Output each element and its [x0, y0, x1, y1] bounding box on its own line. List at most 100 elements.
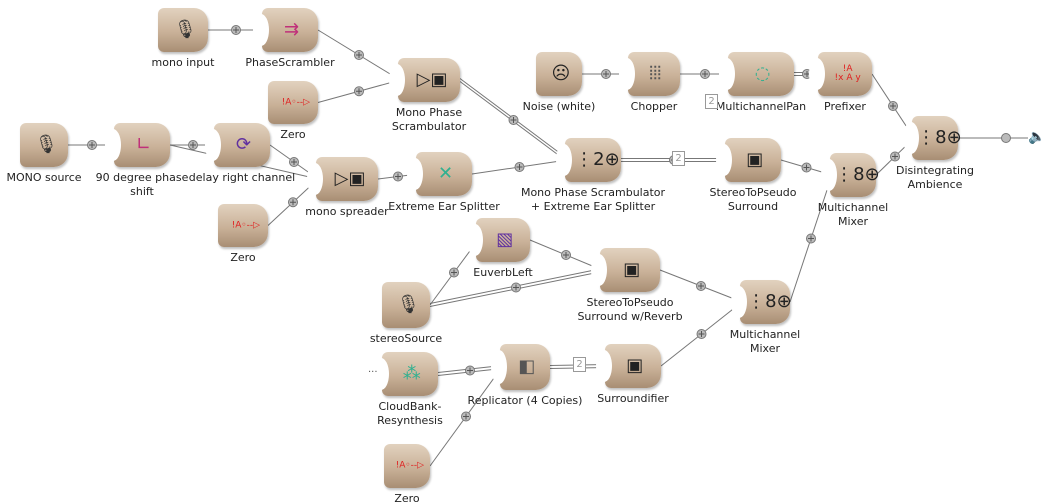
node-mono-spreader[interactable]: ▷▣ mono spreader — [305, 157, 389, 218]
node-body[interactable] — [382, 282, 430, 328]
node-label: Extreme Ear Splitter — [388, 200, 500, 213]
node-label: delay right channel — [188, 171, 296, 184]
wire-stereo_source-to-pseudo_surround_rev[interactable] — [429, 265, 603, 307]
node-mono-input[interactable]: 🎙 mono input — [152, 8, 214, 69]
node-label: Zero — [394, 492, 420, 502]
node-label: mono spreader — [305, 205, 389, 218]
node-zero3[interactable]: !A◦--▷ Zero — [384, 444, 430, 502]
surround-x2-icon: ▣ — [623, 259, 641, 280]
node-chopper[interactable]: ⦙⦙⦙ Chopper — [619, 52, 680, 113]
node-body[interactable] — [619, 52, 680, 96]
node-body[interactable] — [307, 157, 378, 201]
wire-mono_phase_scram-to-mix_2[interactable] — [459, 78, 568, 166]
node-label: stereoSource — [369, 332, 443, 345]
wire-pseudo_surround_rev-to-mc_mixer2[interactable] — [659, 269, 743, 307]
node-body[interactable] — [105, 123, 170, 167]
node-replicator[interactable]: ◧ Replicator (4 Copies) — [468, 344, 582, 407]
node-label: Mono Phase Scrambulator — [391, 106, 467, 133]
node-mix-2[interactable]: ⋮2⊕ Mono Phase Scrambulator + Extreme Ea… — [521, 138, 665, 213]
node-body[interactable] — [467, 218, 530, 262]
speaker-icon[interactable]: 🔈 — [1028, 129, 1046, 145]
node-body[interactable] — [253, 8, 318, 52]
node-body[interactable] — [218, 204, 268, 247]
node-body[interactable] — [596, 344, 661, 388]
disk-microphone-icon: 🎙 — [34, 134, 58, 155]
phase-curve-icon: ∟ — [135, 134, 152, 155]
channel-count-badge: 2 — [672, 151, 685, 166]
node-mc-mixer1[interactable]: ⋮8⊕ Multichannel Mixer — [818, 153, 888, 228]
node-body[interactable] — [821, 153, 876, 197]
node-cloudbank[interactable]: ⁂ CloudBank- Resynthesis — [373, 352, 443, 427]
wire-euverb-to-pseudo_surround_rev[interactable] — [529, 239, 603, 275]
node-disintegrating[interactable]: ⋮8⊕ Disintegrating Ambience — [896, 116, 974, 191]
node-surroundifier[interactable]: ▣ Surroundifier — [596, 344, 669, 405]
node-label: Chopper — [630, 100, 678, 113]
node-ear-splitter[interactable]: ✕ Extreme Ear Splitter — [388, 152, 500, 213]
wire-surroundifier-to-mc_mixer2[interactable] — [660, 297, 743, 367]
node-zero2[interactable]: !A◦--▷ Zero — [218, 204, 268, 264]
x2-spreader-icon: ▷▣ — [416, 69, 448, 90]
node-mc-mixer2[interactable]: ⋮8⊕ Multichannel Mixer — [730, 280, 800, 355]
node-label: Multichannel Mixer — [817, 201, 889, 228]
node-stereo-source[interactable]: 🎙 stereoSource — [370, 282, 442, 345]
node-body[interactable] — [407, 152, 472, 196]
node-mc-pan[interactable]: ◌ MultichannelPan — [716, 52, 806, 113]
crossfade-icon: ✕ — [437, 163, 454, 184]
node-label: 90 degree phase shift — [95, 171, 189, 198]
disk-microphone-icon: 🎙 — [173, 19, 197, 40]
mixer-2-icon: ⋮2⊕ — [575, 149, 620, 170]
node-body[interactable] — [205, 123, 270, 167]
node-body[interactable] — [536, 52, 582, 96]
node-body[interactable] — [809, 52, 872, 96]
node-label: Mono Phase Scrambulator + Extreme Ear Sp… — [520, 186, 666, 213]
node-euverb[interactable]: ▧ EuverbLeft — [467, 218, 533, 279]
node-body[interactable] — [591, 248, 660, 292]
node-body[interactable] — [373, 352, 438, 396]
node-label: Zero — [280, 128, 306, 141]
node-body[interactable] — [384, 444, 430, 488]
reverb-icon: ▧ — [496, 229, 514, 250]
node-label: Disintegrating Ambience — [896, 164, 974, 191]
wire-output[interactable] — [958, 133, 1028, 143]
node-phase-scrambler[interactable]: ⇉ PhaseScrambler — [245, 8, 335, 69]
node-prefixer[interactable]: !A !x A y Prefixer — [809, 52, 872, 113]
node-body[interactable] — [158, 8, 208, 52]
replicator-icon: ◧ — [518, 356, 536, 377]
node-body[interactable] — [556, 138, 621, 182]
node-body[interactable] — [719, 52, 794, 96]
node-body[interactable] — [389, 58, 460, 102]
node-body[interactable] — [491, 344, 550, 390]
wire-chopper-to-mc_pan[interactable] — [680, 69, 730, 79]
node-pseudo-surround-rev[interactable]: ▣ StereoToPseudo Surround w/Reverb — [577, 248, 683, 323]
node-label: StereoToPseudo Surround w/Reverb — [577, 296, 683, 323]
surround-x2-icon: ▣ — [746, 149, 764, 170]
node-delay-right[interactable]: ⟳ delay right channel — [189, 123, 295, 184]
node-body[interactable] — [20, 123, 68, 167]
x2-spreader-icon: ▷▣ — [334, 168, 366, 189]
node-zero1[interactable]: !A◦--▷ Zero — [268, 81, 318, 141]
node-body[interactable] — [903, 116, 958, 160]
node-mono-phase-scram[interactable]: ▷▣ Mono Phase Scrambulator — [389, 58, 466, 133]
node-label: PhaseScrambler — [245, 56, 335, 69]
node-body[interactable] — [731, 280, 790, 324]
node-mono-source[interactable]: 🎙 MONO source — [6, 123, 82, 184]
constant-A-icon: !A◦--▷ — [395, 460, 425, 471]
node-label: Noise (white) — [522, 100, 596, 113]
prefix-A-icon: !A !x A y — [834, 64, 861, 83]
channel-count-badge: 2 — [573, 357, 586, 372]
wire-zero1-to-mono_phase_scram[interactable] — [317, 75, 401, 103]
node-body[interactable] — [716, 138, 781, 182]
node-label: EuverbLeft — [473, 266, 533, 279]
cloudbank-icon: ⁂ — [402, 363, 421, 384]
node-label: Surroundifier — [597, 392, 669, 405]
wire-ear_splitter-to-mix_2[interactable] — [471, 155, 568, 175]
node-pseudo-surround[interactable]: ▣ StereoToPseudo Surround — [709, 138, 797, 213]
constant-A-icon: !A◦--▷ — [231, 220, 261, 230]
node-noise[interactable]: ☹ Noise (white) — [523, 52, 595, 113]
node-label: StereoToPseudo Surround — [709, 186, 797, 213]
surround-x2-icon: ▣ — [626, 355, 644, 376]
node-phase-shift[interactable]: ∟ 90 degree phase shift — [96, 123, 188, 198]
node-body[interactable] — [268, 81, 318, 124]
more-inputs-ellipsis[interactable]: ··· — [368, 367, 378, 378]
